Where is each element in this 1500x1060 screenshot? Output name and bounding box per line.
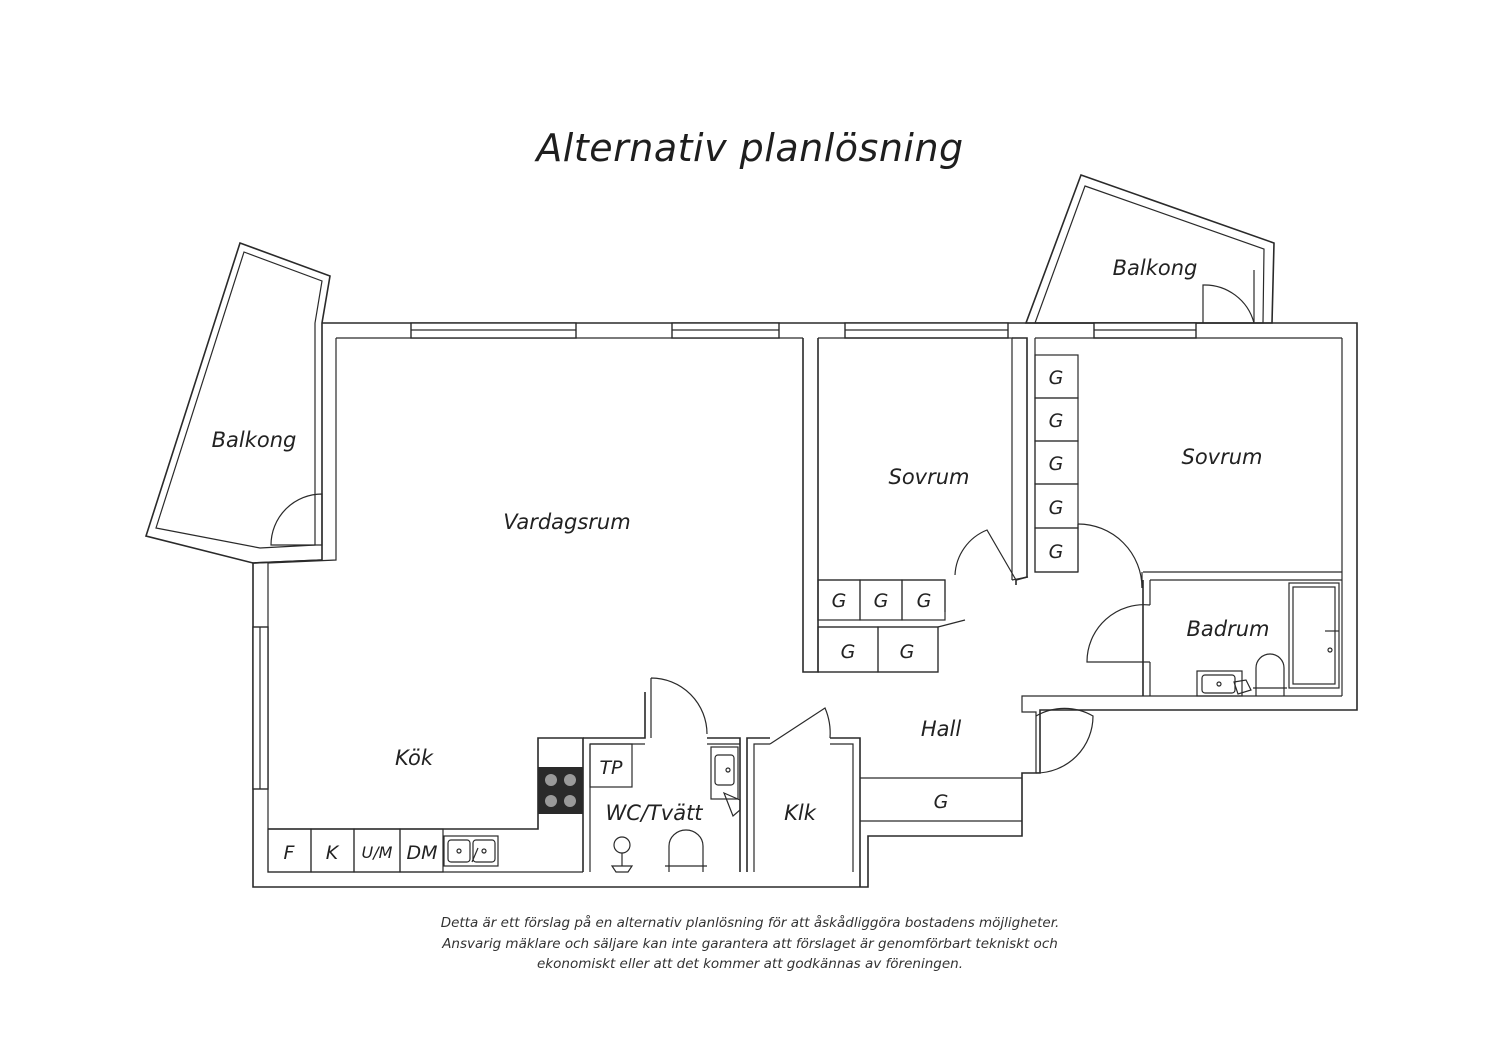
toilet-icon [665, 829, 707, 872]
room-label-living: Vardagsrum [503, 510, 630, 534]
room-label-bedroom-1: Sovrum [888, 465, 969, 489]
outer-walls [252, 322, 1358, 888]
disclaimer: Detta är ett förslag på en alternativ pl… [0, 913, 1500, 975]
disclaimer-line: ekonomiskt eller att det kommer att godk… [537, 956, 963, 972]
balcony-right [1024, 173, 1275, 324]
wardrobe-label: G [1049, 410, 1064, 432]
dishwasher-label: DM [406, 842, 437, 864]
room-label-wc: WC/Tvätt [605, 801, 703, 825]
room-label-closet: Klk [784, 801, 817, 825]
wardrobe-label: G [1049, 541, 1064, 563]
sink-icon [710, 746, 739, 800]
room-label-bathroom: Badrum [1186, 617, 1269, 641]
stove [538, 767, 583, 814]
wardrobes [817, 354, 1079, 673]
wardrobe-label: G [900, 641, 915, 663]
wc-fixtures [589, 743, 741, 873]
oven-microwave-label: U/M [362, 843, 393, 862]
room-label-kitchen: Kök [395, 746, 434, 770]
wardrobe-label: G [1049, 367, 1064, 389]
plan-title: Alternativ planlösning [536, 126, 964, 170]
balcony-left [144, 241, 331, 564]
bathroom-fixtures [1196, 582, 1340, 697]
kitchen-fixtures [267, 767, 583, 873]
tp-label: TP [599, 757, 623, 779]
sink-icon [1196, 670, 1243, 697]
wardrobe-label: G [874, 590, 889, 612]
room-label-hall: Hall [921, 717, 961, 741]
fridge-label: F [284, 842, 296, 864]
toilet-icon [1253, 653, 1287, 696]
floor-drain-icon [610, 836, 634, 873]
wardrobe-label: G [1049, 453, 1064, 475]
disclaimer-line: Detta är ett förslag på en alternativ pl… [440, 915, 1060, 931]
room-label-balcony-left: Balkong [212, 428, 297, 452]
wardrobe-label: G [832, 590, 847, 612]
doors [270, 270, 1255, 774]
windows [252, 322, 1197, 790]
sink-icon [443, 835, 499, 867]
room-label-bedroom-2: Sovrum [1181, 445, 1262, 469]
wardrobe-label: G [917, 590, 932, 612]
disclaimer-line: Ansvarig mäklare och säljare kan inte ga… [442, 935, 1058, 952]
room-label-balcony-right: Balkong [1113, 256, 1198, 280]
wardrobe-label: G [934, 791, 949, 813]
freezer-label: K [326, 842, 340, 864]
bathtub-icon [1288, 582, 1340, 689]
wardrobe-label: G [841, 641, 856, 663]
wardrobe-label: G [1049, 497, 1064, 519]
